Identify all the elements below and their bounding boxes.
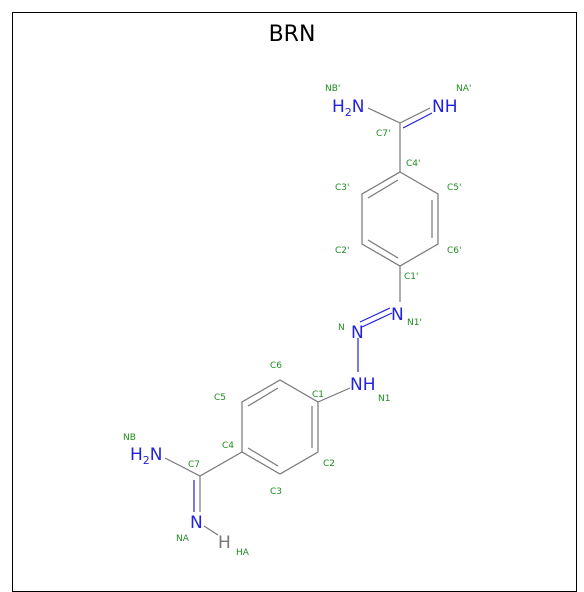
atom-name-nb: NB: [123, 433, 136, 443]
atom-name-c1-prime: C1': [404, 272, 418, 282]
ring-top-inner-2: [367, 239, 399, 259]
bond-c4-c7: [199, 451, 243, 477]
molecule-title: BRN: [268, 22, 316, 47]
atom-name-nb-prime: NB': [325, 84, 340, 94]
atom-name-c6: C6: [270, 361, 282, 371]
atom-name-c6-prime: C6': [447, 246, 461, 256]
atom-name-c3: C3: [270, 487, 282, 497]
atom-name-na: NA: [176, 534, 190, 544]
atom-name-c5: C5: [214, 393, 226, 403]
diagram-frame: [12, 12, 577, 592]
atom-label-nh-mid: NH: [350, 375, 376, 395]
bond-c7-nb: [164, 457, 201, 477]
atom-label-n-bottom: N: [190, 513, 203, 533]
atom-name-c4: C4: [222, 441, 234, 451]
bond-c7p-nb: [367, 107, 401, 124]
atom-name-c2-prime: C2': [335, 246, 349, 256]
atom-label-h2n-top: H2N: [332, 97, 365, 119]
atom-name-ha: HA: [236, 548, 250, 558]
bond-n1p-n: [361, 312, 393, 328]
atom-name-na-prime: NA': [456, 84, 471, 94]
atom-label-n: N: [351, 323, 364, 343]
atom-label-h2n-bottom: H2N: [130, 445, 163, 467]
atom-name-c7: C7: [188, 460, 200, 470]
atom-name-c1: C1: [312, 390, 324, 400]
atom-label-h-bottom: H: [218, 533, 231, 553]
atom-name-n1: N1: [378, 394, 390, 404]
atom-name-c7-prime: C7': [376, 129, 390, 139]
atom-label-n1p: N: [391, 305, 404, 325]
ring-bottom-inner-2: [247, 387, 279, 407]
ring-bottom-inner-3: [247, 447, 279, 467]
atom-name-n1-prime: N1': [407, 318, 422, 328]
atom-name-n: N: [338, 323, 345, 333]
bond-c7p-na-2: [402, 112, 433, 129]
bond-n1p-n-2: [359, 307, 391, 323]
ring-bottom: [241, 379, 319, 475]
atom-name-c2: C2: [323, 459, 335, 469]
atom-name-c4-prime: C4': [406, 159, 420, 169]
bond-c7p-na: [399, 107, 431, 124]
ring-top: [361, 171, 439, 267]
atom-name-c3-prime: C3': [335, 183, 349, 193]
ring-top-inner-3: [367, 179, 399, 199]
bond-na-ha: [203, 525, 219, 536]
atom-label-nh-top: NH: [432, 97, 458, 117]
atom-name-c5-prime: C5': [447, 183, 461, 193]
bond-n1-c1: [317, 387, 351, 403]
